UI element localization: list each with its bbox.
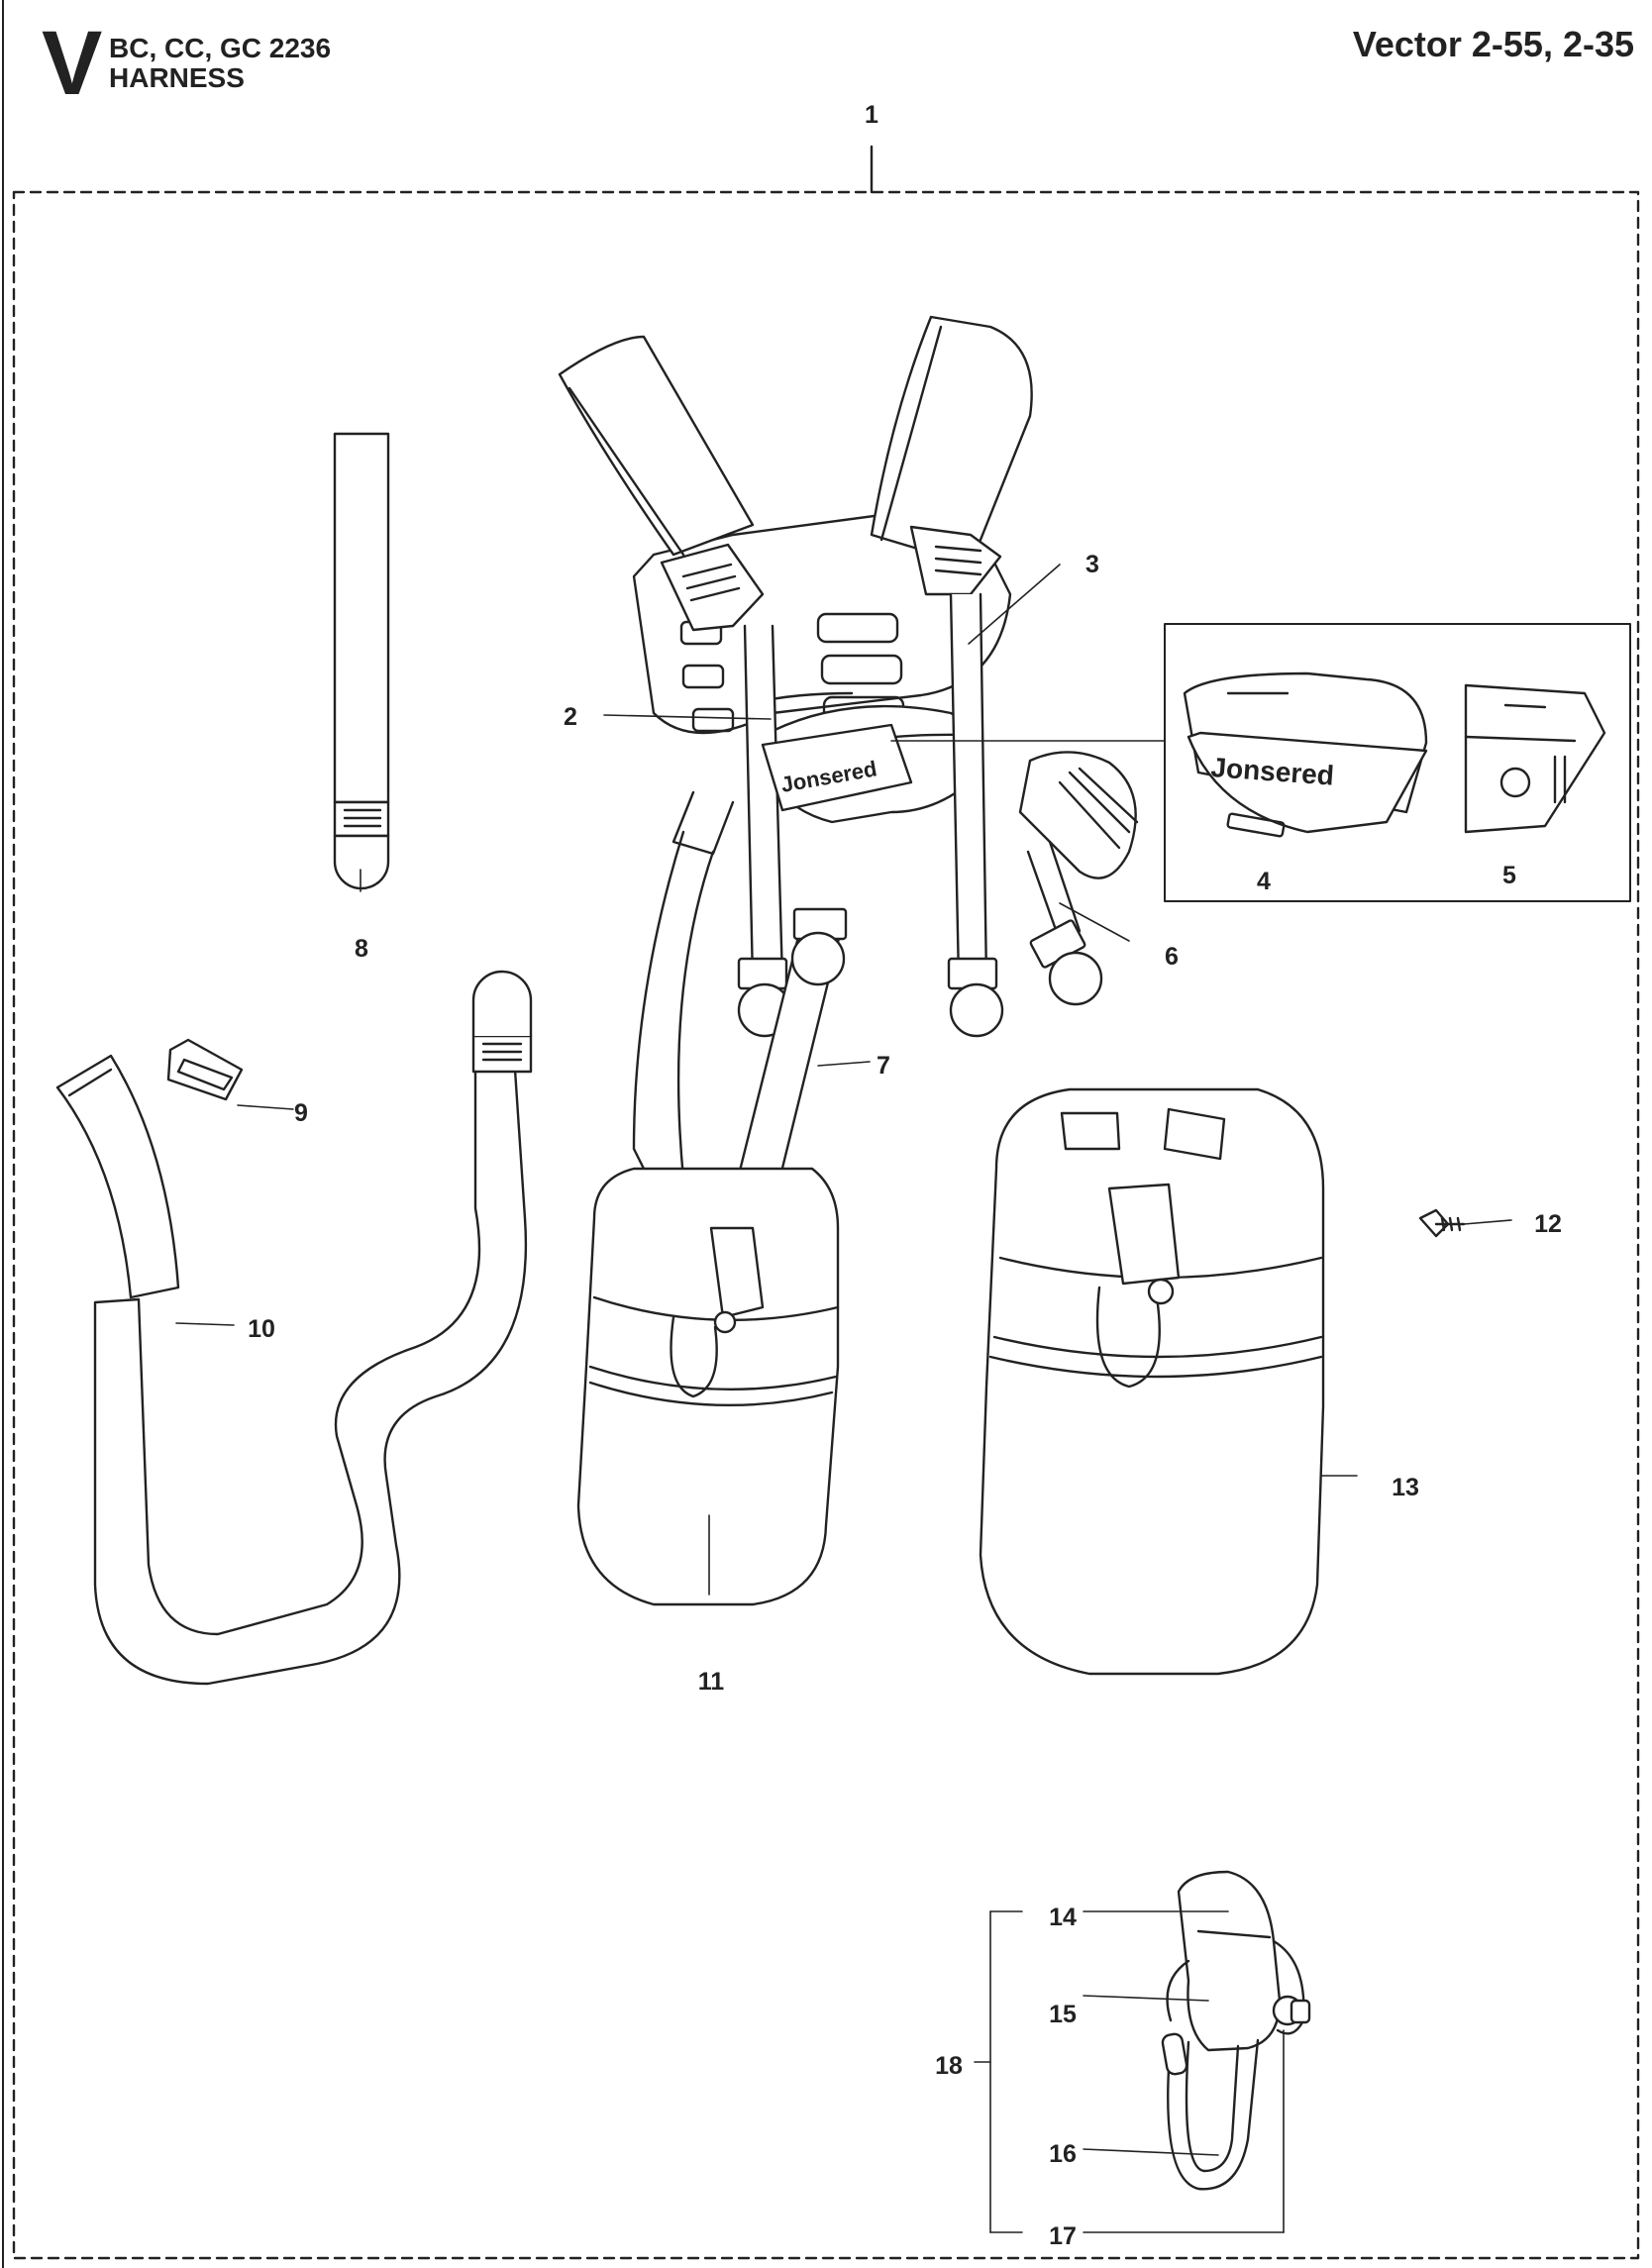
model-list: BC, CC, GC 2236 xyxy=(109,33,332,63)
callout-2: 2 xyxy=(564,703,577,731)
callout-16: 16 xyxy=(1049,2140,1077,2168)
callout-3: 3 xyxy=(1085,551,1099,578)
carrier-part-13 xyxy=(979,1087,1325,1676)
hook-assembly-part-18 xyxy=(1161,1870,1311,2191)
kit-dashed-boundary xyxy=(12,190,1640,2260)
screw-part-12 xyxy=(1418,1208,1466,1238)
callout-12: 12 xyxy=(1534,1210,1562,1238)
inset-buckle-part-5 xyxy=(1464,683,1606,834)
callout-18: 18 xyxy=(935,2052,963,2080)
callout-5: 5 xyxy=(1502,862,1516,889)
callout-14: 14 xyxy=(1049,1904,1077,1931)
callout-10: 10 xyxy=(248,1315,275,1343)
callout-6: 6 xyxy=(1165,943,1179,971)
callout-leaders xyxy=(175,564,1512,2233)
callout-4: 4 xyxy=(1257,868,1271,895)
diagram-title: HARNESS xyxy=(109,62,245,93)
buckle-part-9 xyxy=(166,1038,244,1101)
inset-frame xyxy=(1164,623,1631,902)
inset-logo-plate-part-4 xyxy=(1183,671,1428,838)
callout-13: 13 xyxy=(1392,1474,1419,1501)
carrier-part-11 xyxy=(576,1167,840,1606)
product-name: Vector 2-55, 2-35 xyxy=(1352,24,1634,64)
callout-15: 15 xyxy=(1049,2001,1077,2028)
section-letter: V xyxy=(42,13,103,114)
hip-pad-part-10 xyxy=(55,970,533,1686)
callout-17: 17 xyxy=(1049,2222,1077,2250)
callout-9: 9 xyxy=(294,1099,308,1127)
callout-11: 11 xyxy=(698,1668,725,1696)
harness-illustration xyxy=(558,315,1139,1210)
callout-7: 7 xyxy=(877,1052,890,1080)
strap-part-8 xyxy=(333,432,390,890)
callout-numbers: 1 2 3 4 5 6 7 8 9 10 11 12 13 14 15 16 1… xyxy=(248,101,1562,2250)
callout-1: 1 xyxy=(865,101,878,129)
callout-8: 8 xyxy=(355,935,368,963)
